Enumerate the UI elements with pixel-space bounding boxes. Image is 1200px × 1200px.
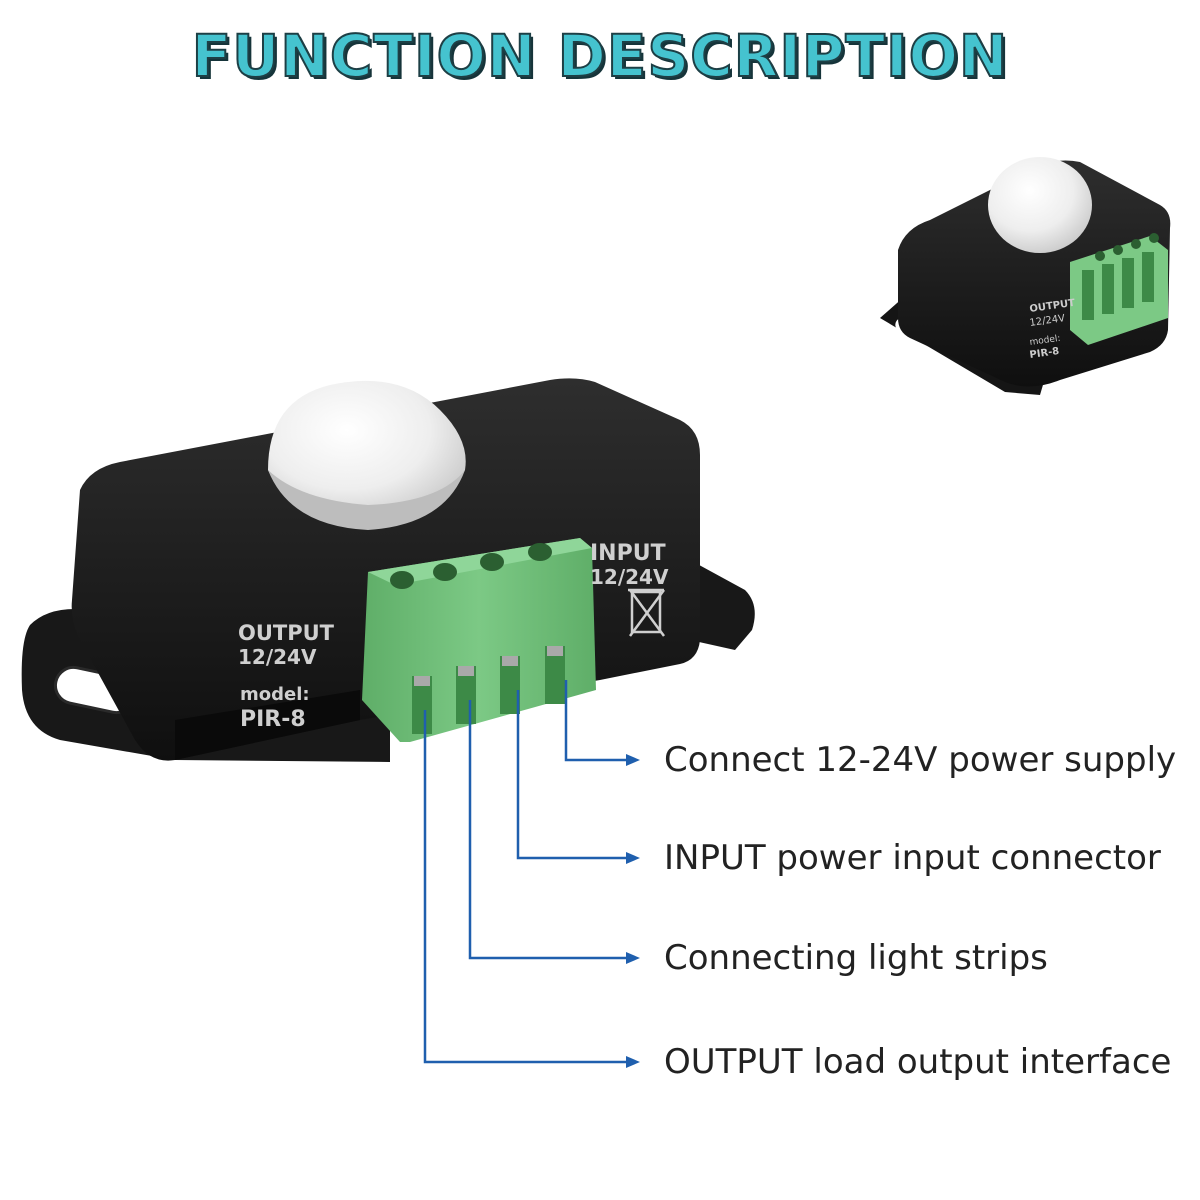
callout-output-interface: OUTPUT load output interface — [664, 1042, 1172, 1082]
arrow-icon — [626, 852, 640, 864]
svg-text:model:: model: — [1029, 334, 1061, 348]
input-voltage: 12/24V — [590, 565, 669, 589]
input-label: INPUT — [590, 541, 666, 566]
svg-text:PIR-8: PIR-8 — [1029, 346, 1060, 361]
small-device-photo: OUTPUT 12/24V model: PIR-8 — [880, 157, 1171, 395]
svg-text:12/24V: 12/24V — [1029, 313, 1066, 329]
output-voltage: 12/24V — [238, 645, 317, 669]
model-value: PIR-8 — [240, 707, 306, 732]
leader-line-strips — [468, 700, 632, 960]
main-device-photo: OUTPUT 12/24V model: PIR-8 INPUT 12/24V — [21, 378, 755, 762]
arrow-icon — [626, 1056, 640, 1068]
page-title: FUNCTION DESCRIPTION — [191, 21, 1009, 91]
weee-bin-icon — [628, 588, 666, 637]
leader-line-output — [423, 710, 632, 1064]
callout-power-supply: Connect 12-24V power supply — [664, 740, 1177, 780]
arrow-icon — [626, 754, 640, 766]
arrow-icon — [626, 952, 640, 964]
callout-input-connector: INPUT power input connector — [664, 838, 1161, 878]
output-label: OUTPUT — [238, 621, 335, 645]
model-label: model: — [240, 684, 310, 705]
leader-line-power — [564, 680, 632, 762]
leader-line-input — [516, 690, 632, 860]
leader-lines — [423, 680, 632, 1064]
callout-light-strips: Connecting light strips — [664, 938, 1048, 978]
